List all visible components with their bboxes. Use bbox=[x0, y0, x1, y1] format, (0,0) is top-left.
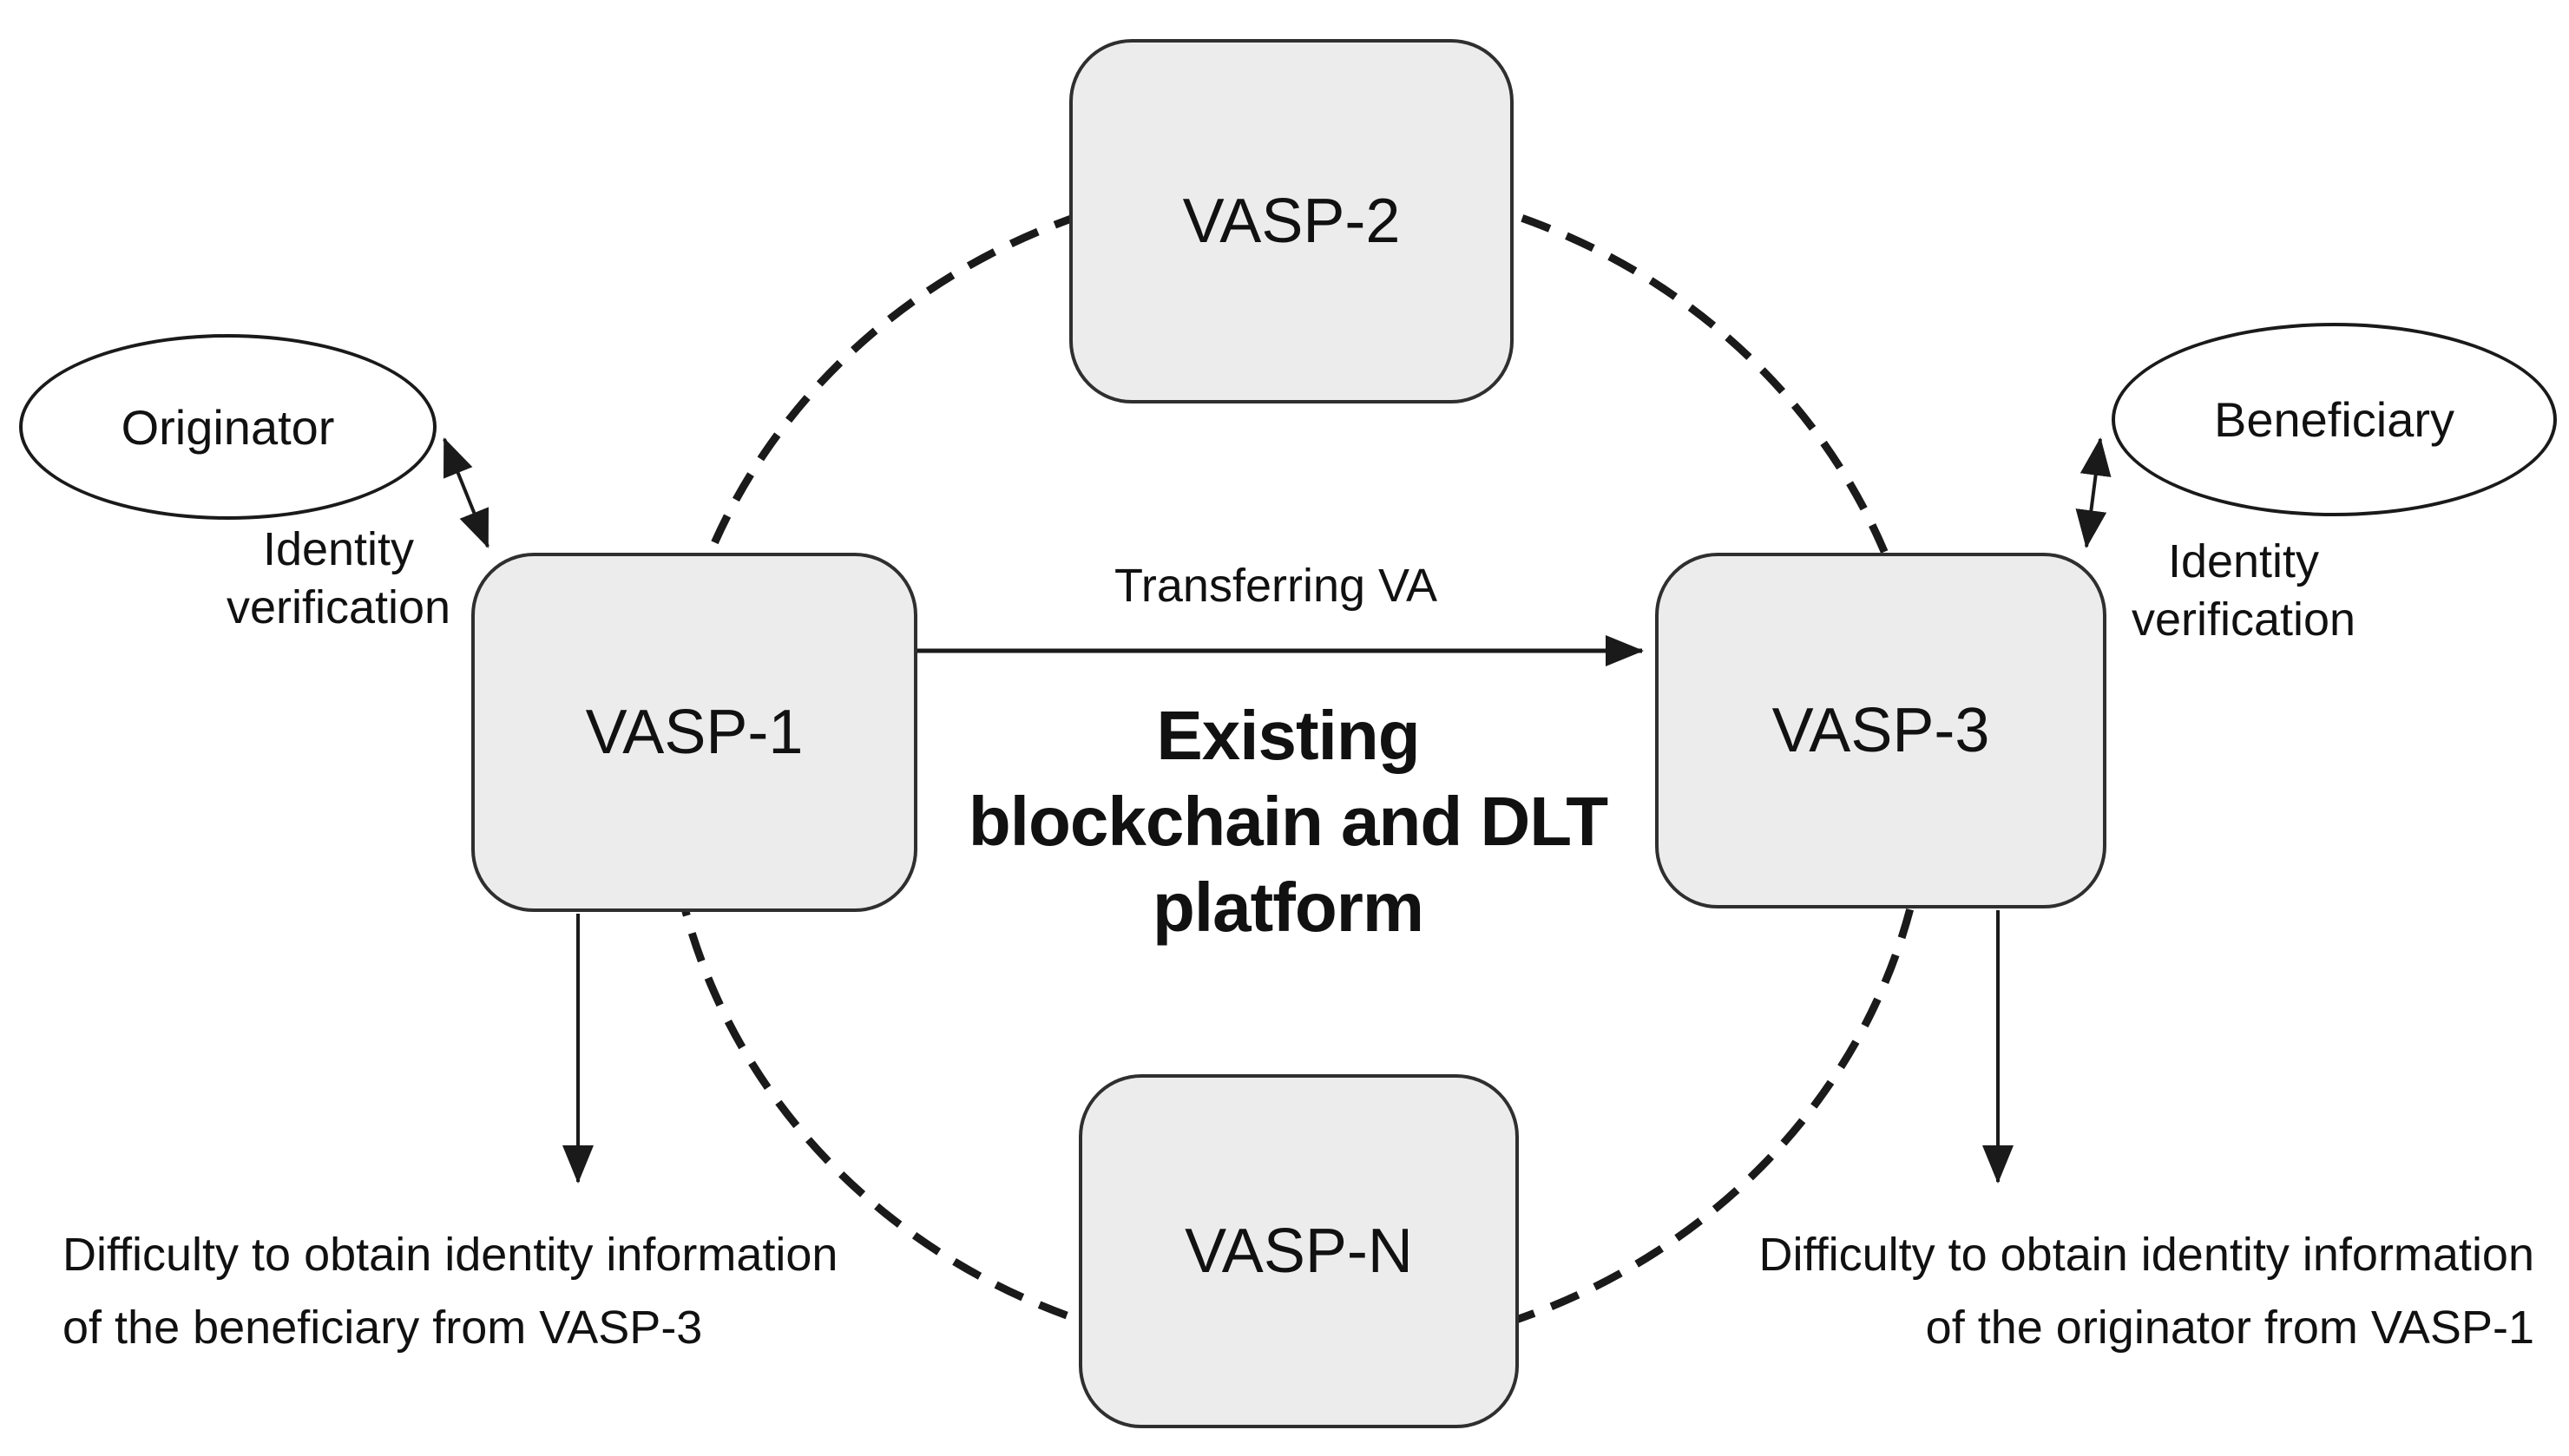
node-vasp-3: VASP-3 bbox=[1655, 553, 2106, 908]
node-vasp-2: VASP-2 bbox=[1069, 39, 1514, 403]
identity-verification-left-line1: Identity bbox=[262, 523, 415, 575]
center-platform-label-line1: Existing bbox=[1156, 697, 1420, 774]
identity-verification-right-line2: verification bbox=[2131, 594, 2356, 646]
center-platform-label-line2: blockchain and DLT bbox=[968, 783, 1608, 860]
difficulty-right-label: Difficulty to obtain identity informatio… bbox=[1623, 1218, 2534, 1364]
center-platform-label-line3: platform bbox=[1153, 869, 1424, 946]
identity-verification-right-line1: Identity bbox=[2167, 535, 2320, 587]
identity-verification-right-label: Identity verification bbox=[2027, 533, 2461, 649]
difficulty-left-line1: Difficulty to obtain identity informatio… bbox=[62, 1229, 838, 1281]
node-originator: Originator bbox=[19, 334, 437, 520]
node-vasp-n: VASP-N bbox=[1079, 1074, 1519, 1428]
difficulty-left-label: Difficulty to obtain identity informatio… bbox=[62, 1218, 838, 1364]
difficulty-left-line2: of the beneficiary from VASP-3 bbox=[62, 1302, 703, 1354]
center-platform-label: Existing blockchain and DLT platform bbox=[941, 692, 1635, 950]
transfer-va-label: Transferring VA bbox=[1114, 560, 1438, 612]
identity-verification-left-line2: verification bbox=[226, 581, 451, 633]
identity-verification-left-label: Identity verification bbox=[122, 521, 555, 637]
difficulty-right-line2: of the originator from VASP-1 bbox=[1925, 1302, 2534, 1354]
node-beneficiary: Beneficiary bbox=[2112, 323, 2557, 516]
node-vasp-1: VASP-1 bbox=[471, 553, 917, 912]
beneficiary-vasp3-arrow bbox=[2075, 437, 2112, 548]
difficulty-right-line1: Difficulty to obtain identity informatio… bbox=[1758, 1229, 2534, 1281]
originator-vasp1-arrow bbox=[443, 437, 489, 548]
